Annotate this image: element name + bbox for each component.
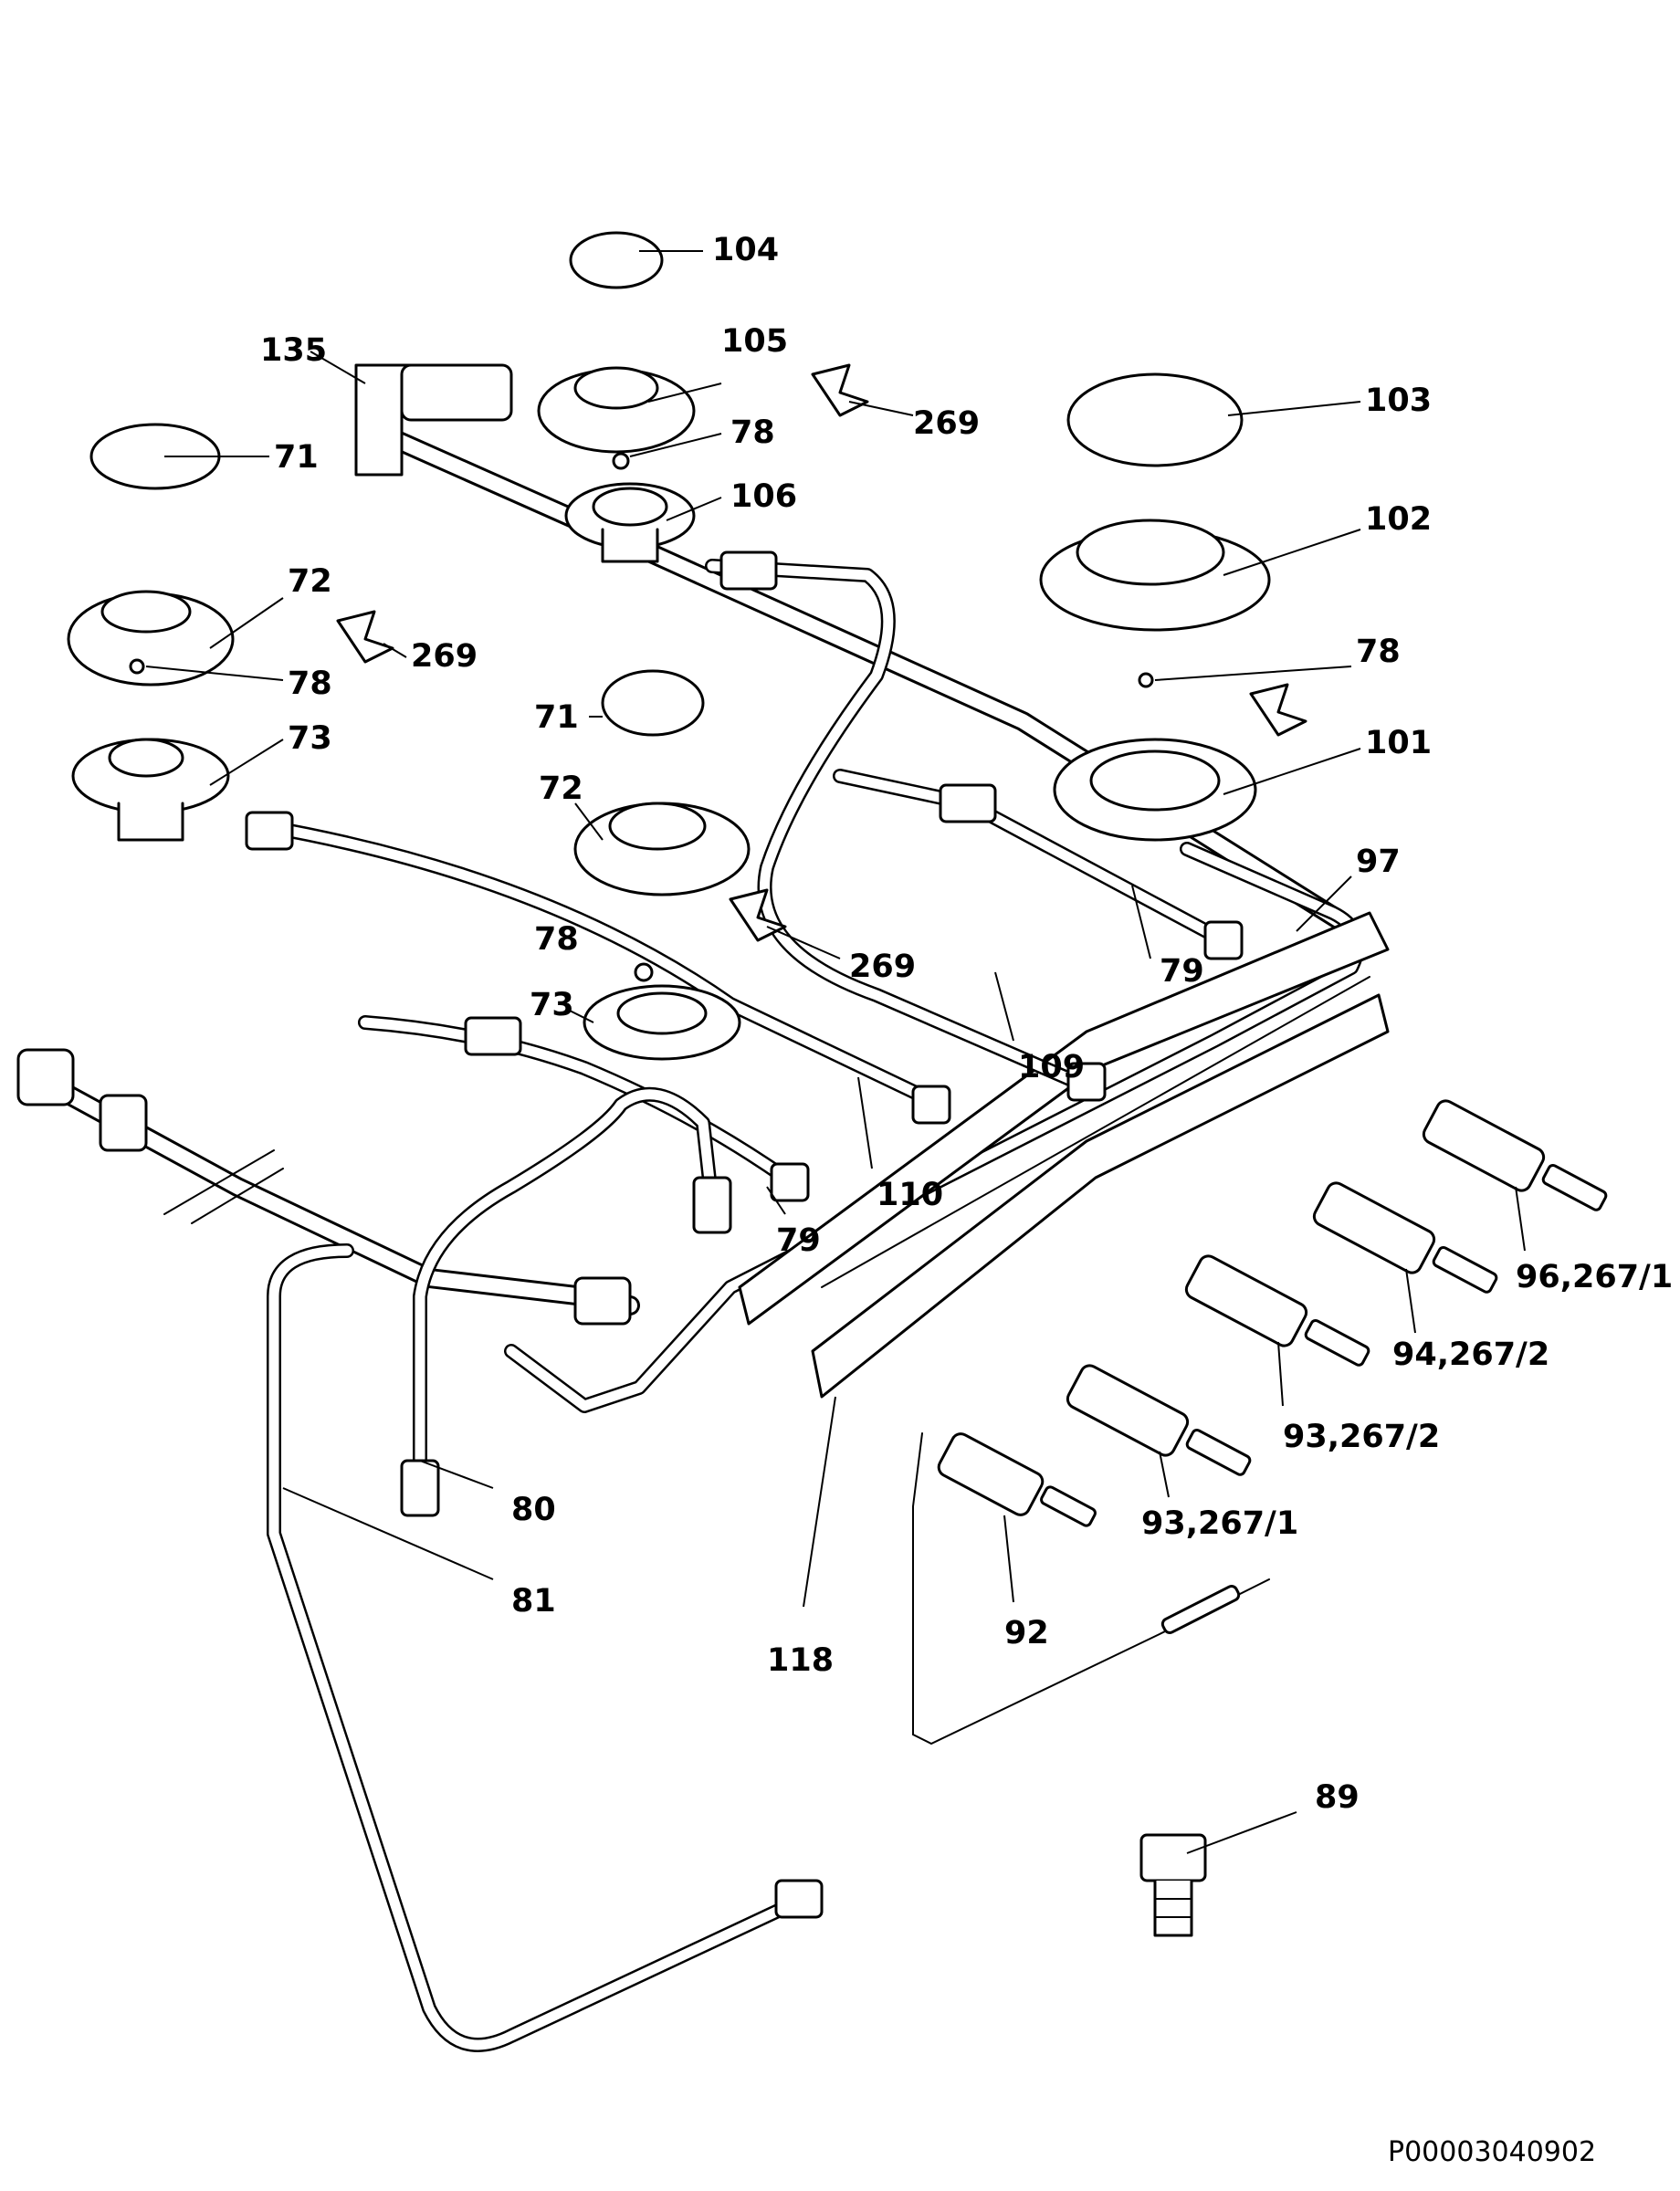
- label-78-top: 78: [730, 414, 775, 451]
- burner-crown-102: [1039, 519, 1271, 632]
- burner-crown-72-center: [573, 802, 751, 896]
- label-110: 110: [877, 1177, 943, 1213]
- burner-body-101: [1053, 738, 1257, 842]
- gas-valve-94: [1312, 1181, 1498, 1294]
- inlet-pipe-assembly: [16, 1048, 640, 1326]
- label-72-center: 72: [539, 771, 583, 807]
- label-105: 105: [721, 323, 788, 360]
- label-71-center: 71: [534, 699, 579, 736]
- label-79-center: 79: [776, 1222, 821, 1259]
- gas-tube-upper-s: [705, 550, 1107, 1102]
- burner-body-106: [564, 482, 696, 563]
- label-78-center: 78: [534, 921, 579, 958]
- label-92: 92: [1004, 1615, 1049, 1651]
- gas-tube-109: [245, 811, 951, 1125]
- label-94-267-2: 94,267/2: [1392, 1337, 1549, 1373]
- label-73-left: 73: [288, 720, 332, 757]
- burner-cap-71-center: [601, 669, 705, 737]
- gas-tube-110-79: [358, 1015, 810, 1202]
- burner-crown-105: [537, 366, 696, 454]
- label-101: 101: [1365, 725, 1432, 761]
- drawing-code: P00003040902: [1388, 2136, 1597, 2168]
- gas-valve-96: [1422, 1099, 1608, 1211]
- label-269-top: 269: [913, 405, 980, 442]
- leader-lines: [145, 250, 1526, 1854]
- part-labels: 104 105 135 269 103 71 78 106 102 72 269…: [260, 232, 1673, 1816]
- label-97: 97: [1356, 844, 1401, 880]
- gas-tube-79-right: [833, 769, 1244, 960]
- label-93-267-2: 93,267/2: [1283, 1419, 1440, 1455]
- label-269-left: 269: [411, 638, 478, 675]
- label-78-right: 78: [1356, 634, 1401, 670]
- mounting-rail-118: [738, 911, 1390, 1399]
- label-81: 81: [511, 1583, 556, 1620]
- thermocouple-wire: [912, 1432, 1270, 1745]
- label-135: 135: [260, 332, 327, 369]
- label-73-center: 73: [530, 987, 574, 1023]
- label-80: 80: [511, 1492, 556, 1528]
- gas-tube-81: [267, 1243, 824, 2052]
- label-96-267-1: 96,267/1: [1516, 1259, 1673, 1295]
- label-118: 118: [767, 1642, 834, 1679]
- burner-cap-104: [569, 231, 664, 289]
- label-106: 106: [730, 478, 797, 515]
- burner-cap-103: [1066, 372, 1244, 467]
- label-71-left: 71: [274, 439, 319, 476]
- gas-valve-93-lower: [1066, 1364, 1252, 1476]
- burner-body-73-center: [583, 984, 741, 1061]
- gas-tube-80: [400, 1086, 732, 1517]
- label-104: 104: [712, 232, 779, 268]
- burner-body-73-left: [71, 738, 230, 842]
- fitting-89: [1139, 1833, 1207, 1937]
- label-103: 103: [1365, 383, 1432, 419]
- injectors-78: [129, 452, 1154, 982]
- burner-crown-72-left: [67, 590, 235, 687]
- label-78-left: 78: [288, 666, 332, 702]
- label-72-left: 72: [288, 563, 332, 600]
- elbow-135: [354, 363, 513, 477]
- label-269-center: 269: [849, 949, 916, 985]
- label-89: 89: [1315, 1779, 1360, 1816]
- label-109: 109: [1018, 1049, 1085, 1085]
- gas-valve-93-upper: [1184, 1254, 1370, 1367]
- label-79-right: 79: [1160, 953, 1204, 990]
- label-93-267-1: 93,267/1: [1141, 1505, 1298, 1542]
- label-102: 102: [1365, 501, 1432, 538]
- gas-valve-92: [937, 1432, 1097, 1527]
